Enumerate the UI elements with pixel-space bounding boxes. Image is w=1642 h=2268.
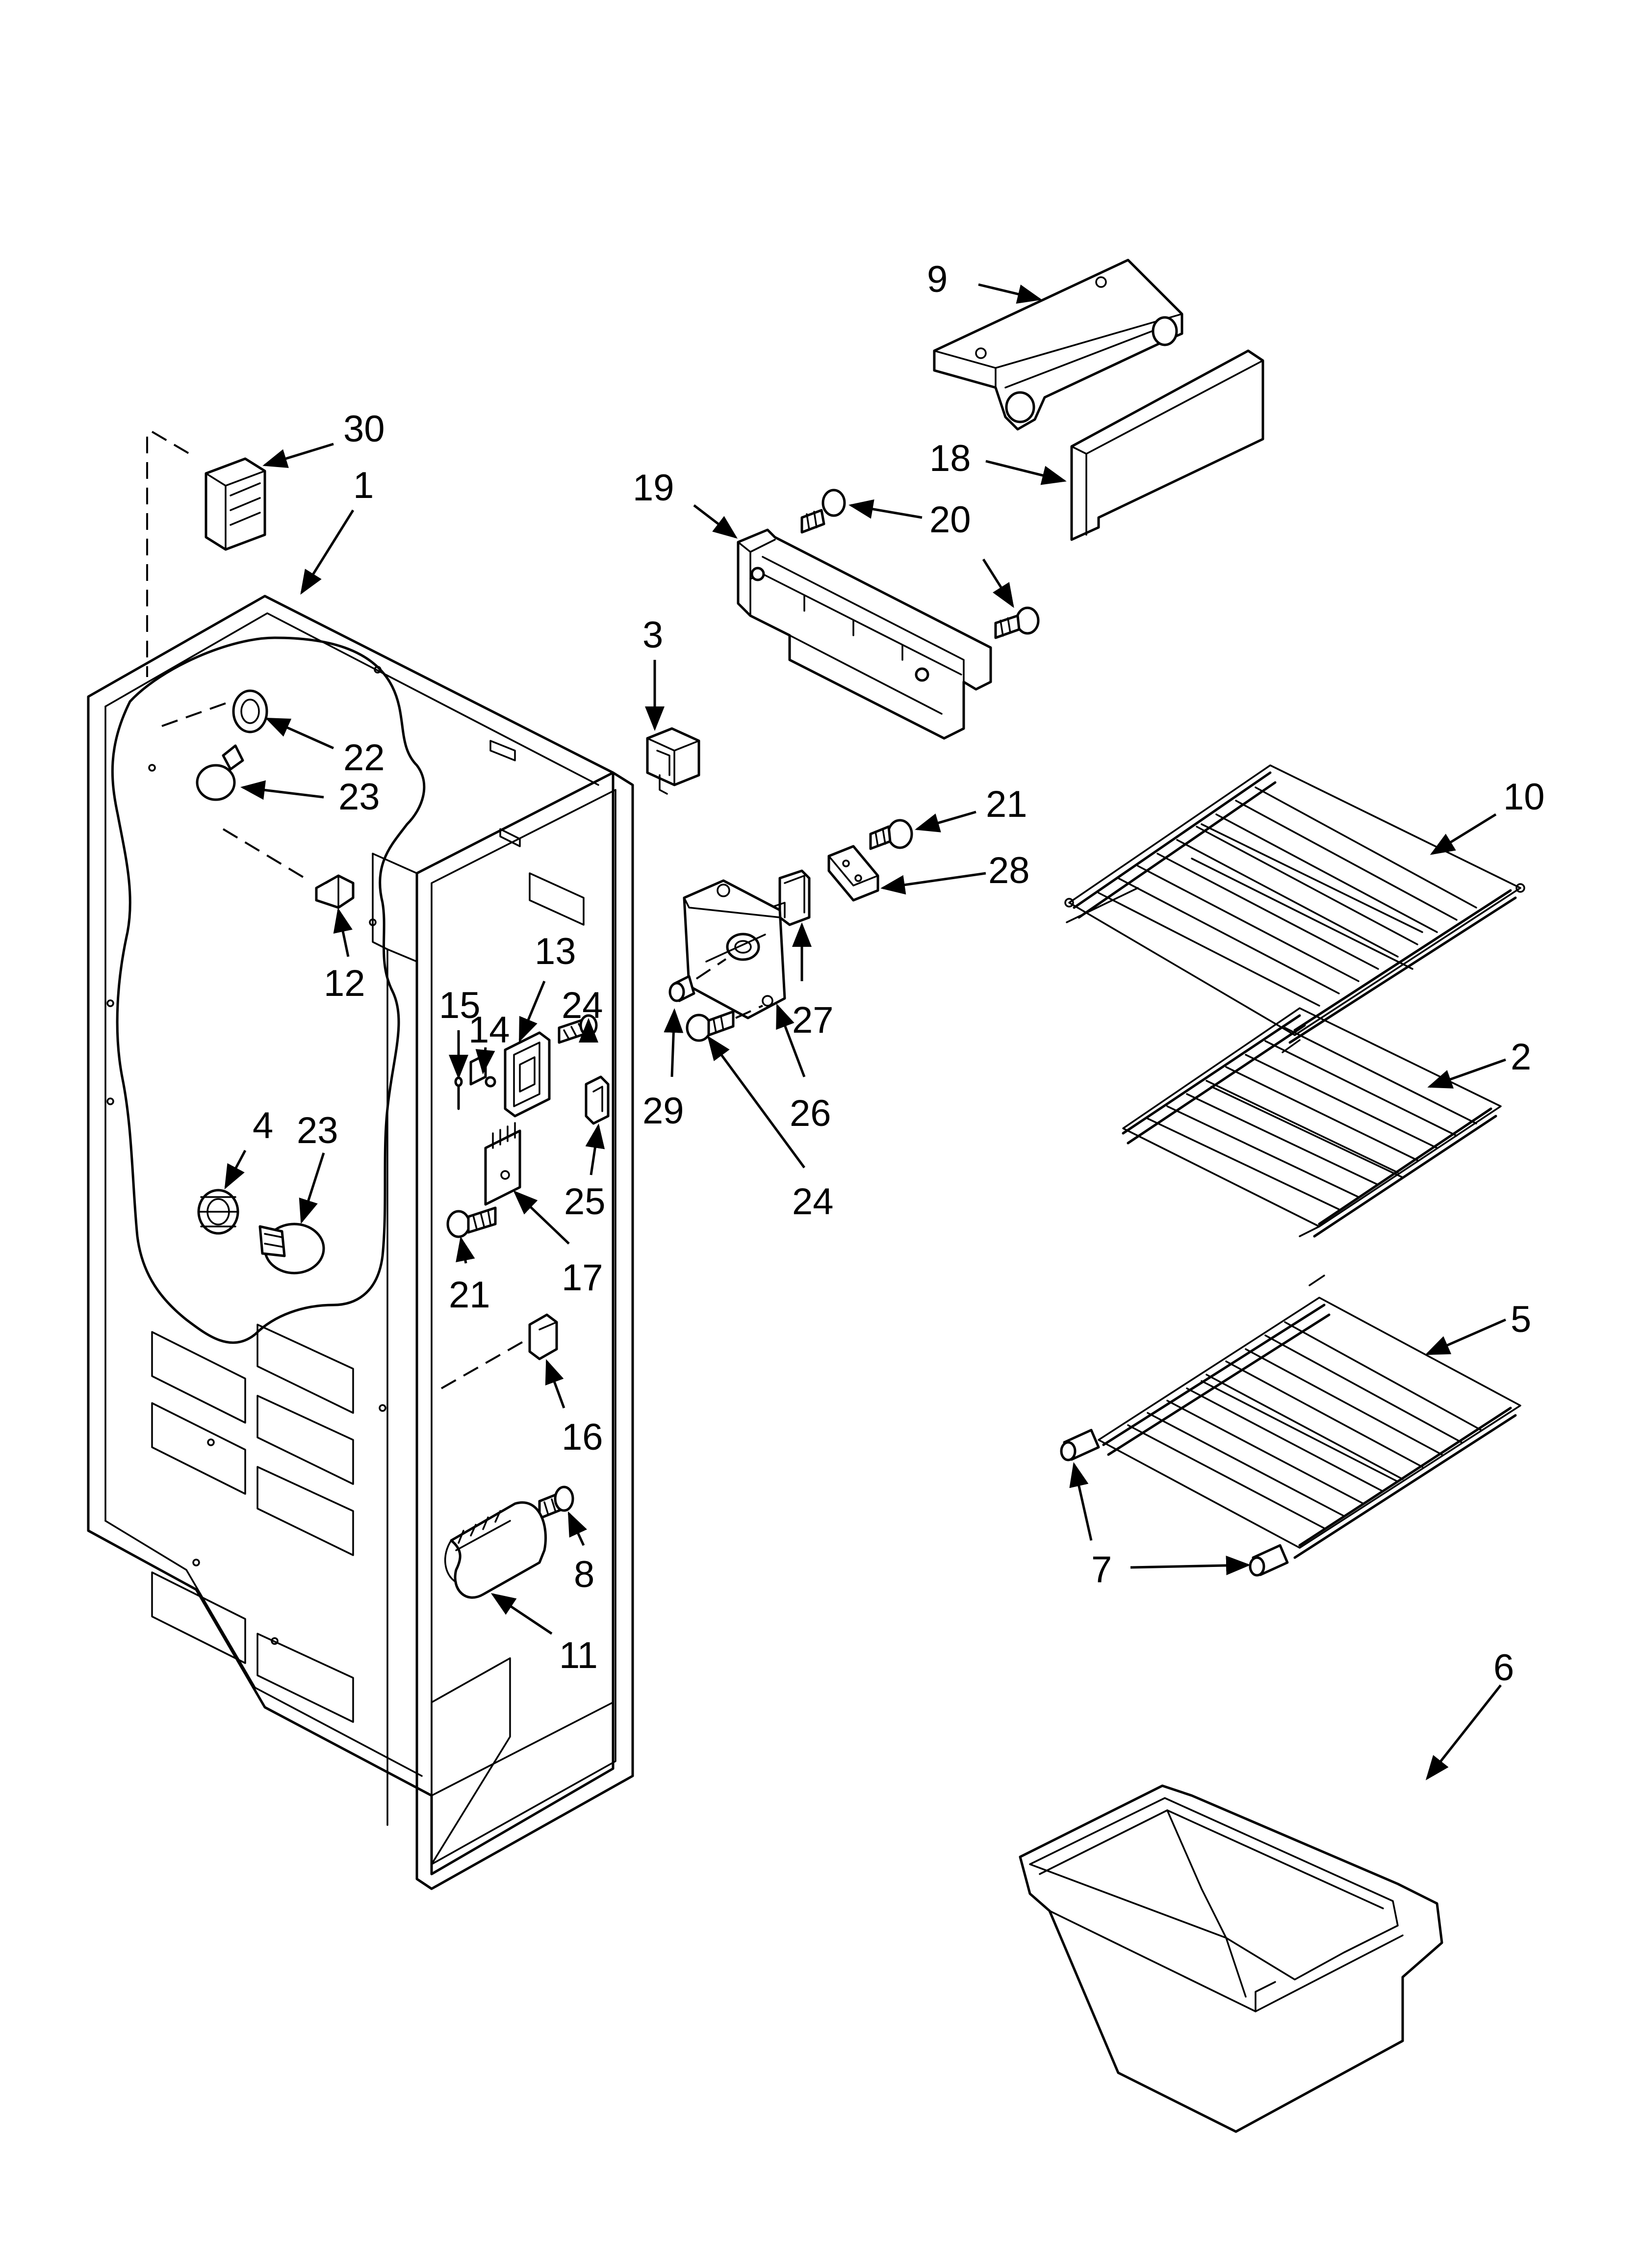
- end-cap-7-right: [1249, 1544, 1289, 1577]
- callout-25: 25: [564, 1181, 606, 1223]
- callout-26: 26: [790, 1093, 831, 1134]
- screw-21-rail: [446, 1206, 497, 1238]
- callout-7: 7: [1091, 1549, 1112, 1590]
- callout-30: 30: [343, 408, 385, 450]
- callout-19: 19: [633, 467, 674, 509]
- callout-12: 12: [324, 963, 365, 1004]
- callout-6: 6: [1493, 1647, 1514, 1689]
- callout-16: 16: [562, 1416, 603, 1458]
- light-bulb-23-upper: [196, 744, 244, 801]
- cover-11: [444, 1501, 547, 1599]
- pin-15: [454, 1076, 463, 1110]
- bin-6: [1019, 1784, 1443, 2133]
- callout-8: 8: [574, 1554, 594, 1595]
- callout-10: 10: [1503, 776, 1545, 818]
- lamp-socket-22: [161, 689, 268, 733]
- cabinet-liner: [87, 595, 634, 1890]
- callout-27: 27: [792, 999, 834, 1041]
- callout-15: 15: [439, 985, 481, 1026]
- panel-18: [1070, 349, 1264, 541]
- callout-14: 14: [468, 1009, 510, 1051]
- end-cap-7-left: [1060, 1429, 1100, 1461]
- light-bulb-23-lower: [258, 1223, 325, 1275]
- bracket-3: [646, 727, 700, 795]
- callout-17: 17: [562, 1257, 603, 1299]
- bracket-25: [585, 1075, 610, 1125]
- callout-13: 13: [535, 931, 576, 972]
- callout-18: 18: [929, 438, 971, 479]
- callout-28: 28: [988, 850, 1030, 891]
- switch-16: [441, 1313, 558, 1389]
- callout-21-upper: 21: [986, 783, 1027, 825]
- knob-29: [668, 958, 727, 1002]
- circuit-board-17: [484, 1122, 521, 1206]
- callout-3: 3: [642, 614, 663, 656]
- callout-29: 29: [642, 1090, 684, 1132]
- callout-9: 9: [927, 259, 948, 300]
- callout-11: 11: [559, 1635, 598, 1676]
- callout-22: 22: [343, 737, 385, 779]
- screw-20-lower: [994, 606, 1040, 639]
- shelf-2: [1122, 1007, 1502, 1286]
- clip-30: [146, 431, 266, 677]
- callout-labels: 30 1 22 23 12 4 23 15 14 13 24 25 17 21 …: [253, 259, 1545, 1689]
- channel-19: [737, 528, 992, 740]
- callout-4: 4: [253, 1105, 273, 1147]
- callout-5: 5: [1511, 1299, 1531, 1340]
- callout-24-center: 24: [792, 1181, 834, 1223]
- control-housing-26: [683, 879, 786, 1019]
- callout-24-rail: 24: [562, 985, 603, 1026]
- lamp-socket-4: [197, 1189, 239, 1235]
- clip-12: [222, 828, 355, 909]
- callout-21-rail: 21: [449, 1274, 490, 1316]
- callout-23-lower: 23: [297, 1110, 338, 1151]
- hinge-cover-9: [933, 259, 1183, 431]
- shelf-5: [1098, 1297, 1521, 1559]
- control-housing-13: [504, 1031, 551, 1118]
- callout-1: 1: [353, 465, 374, 506]
- screw-20-upper: [800, 489, 846, 534]
- callout-23-upper: 23: [338, 776, 380, 818]
- screw-21-upper: [869, 819, 913, 850]
- screw-24-center: [686, 1005, 763, 1042]
- leader-lines: [224, 283, 1507, 1780]
- circuit-board-28: [827, 845, 879, 902]
- callout-2: 2: [1511, 1036, 1531, 1078]
- screw-8: [538, 1486, 574, 1520]
- callout-20: 20: [929, 499, 971, 541]
- shelf-10: [1064, 764, 1525, 1053]
